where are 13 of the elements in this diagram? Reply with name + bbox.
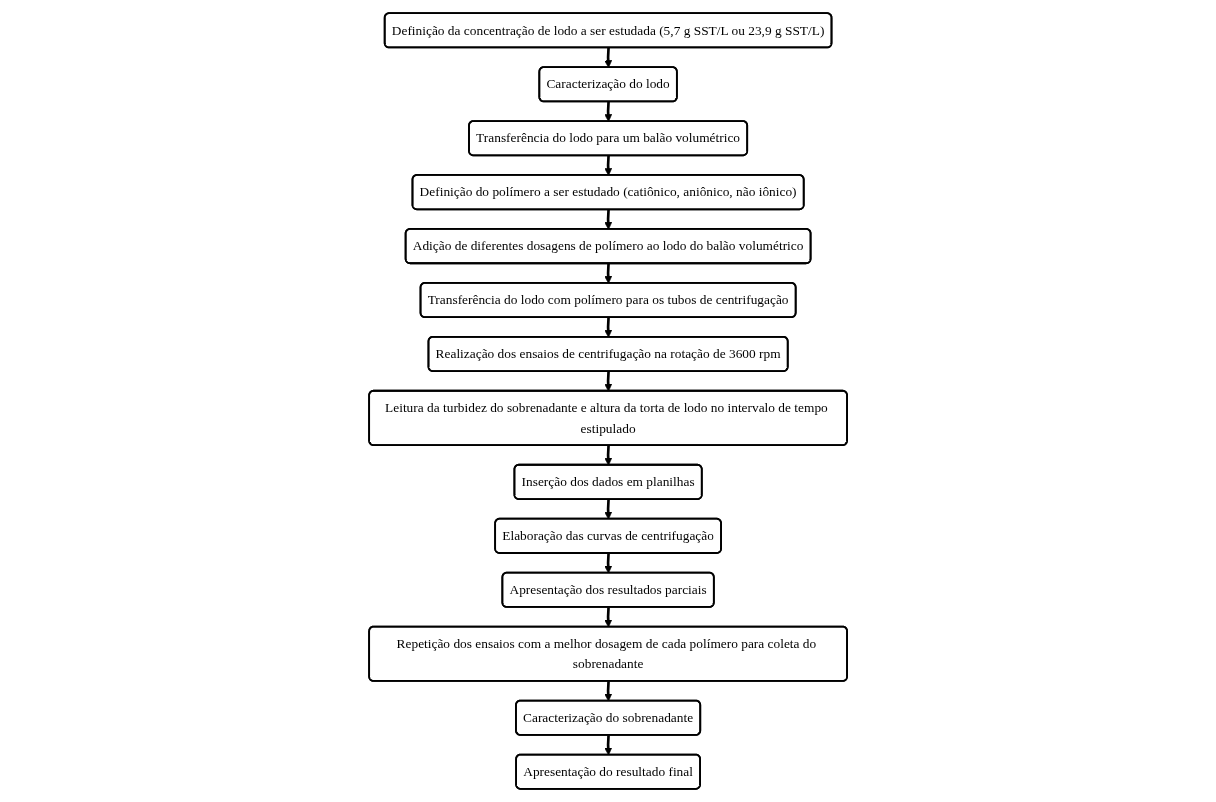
arrow <box>604 445 613 466</box>
arrow <box>604 553 613 574</box>
arrow <box>604 317 613 338</box>
arrow <box>604 371 613 392</box>
arrow <box>604 499 613 520</box>
arrow <box>604 607 613 628</box>
arrow <box>604 681 613 702</box>
arrow <box>604 155 613 176</box>
arrow <box>604 101 613 122</box>
arrow <box>604 735 613 756</box>
arrow <box>604 209 613 230</box>
arrow <box>604 263 613 284</box>
arrow <box>604 47 613 68</box>
